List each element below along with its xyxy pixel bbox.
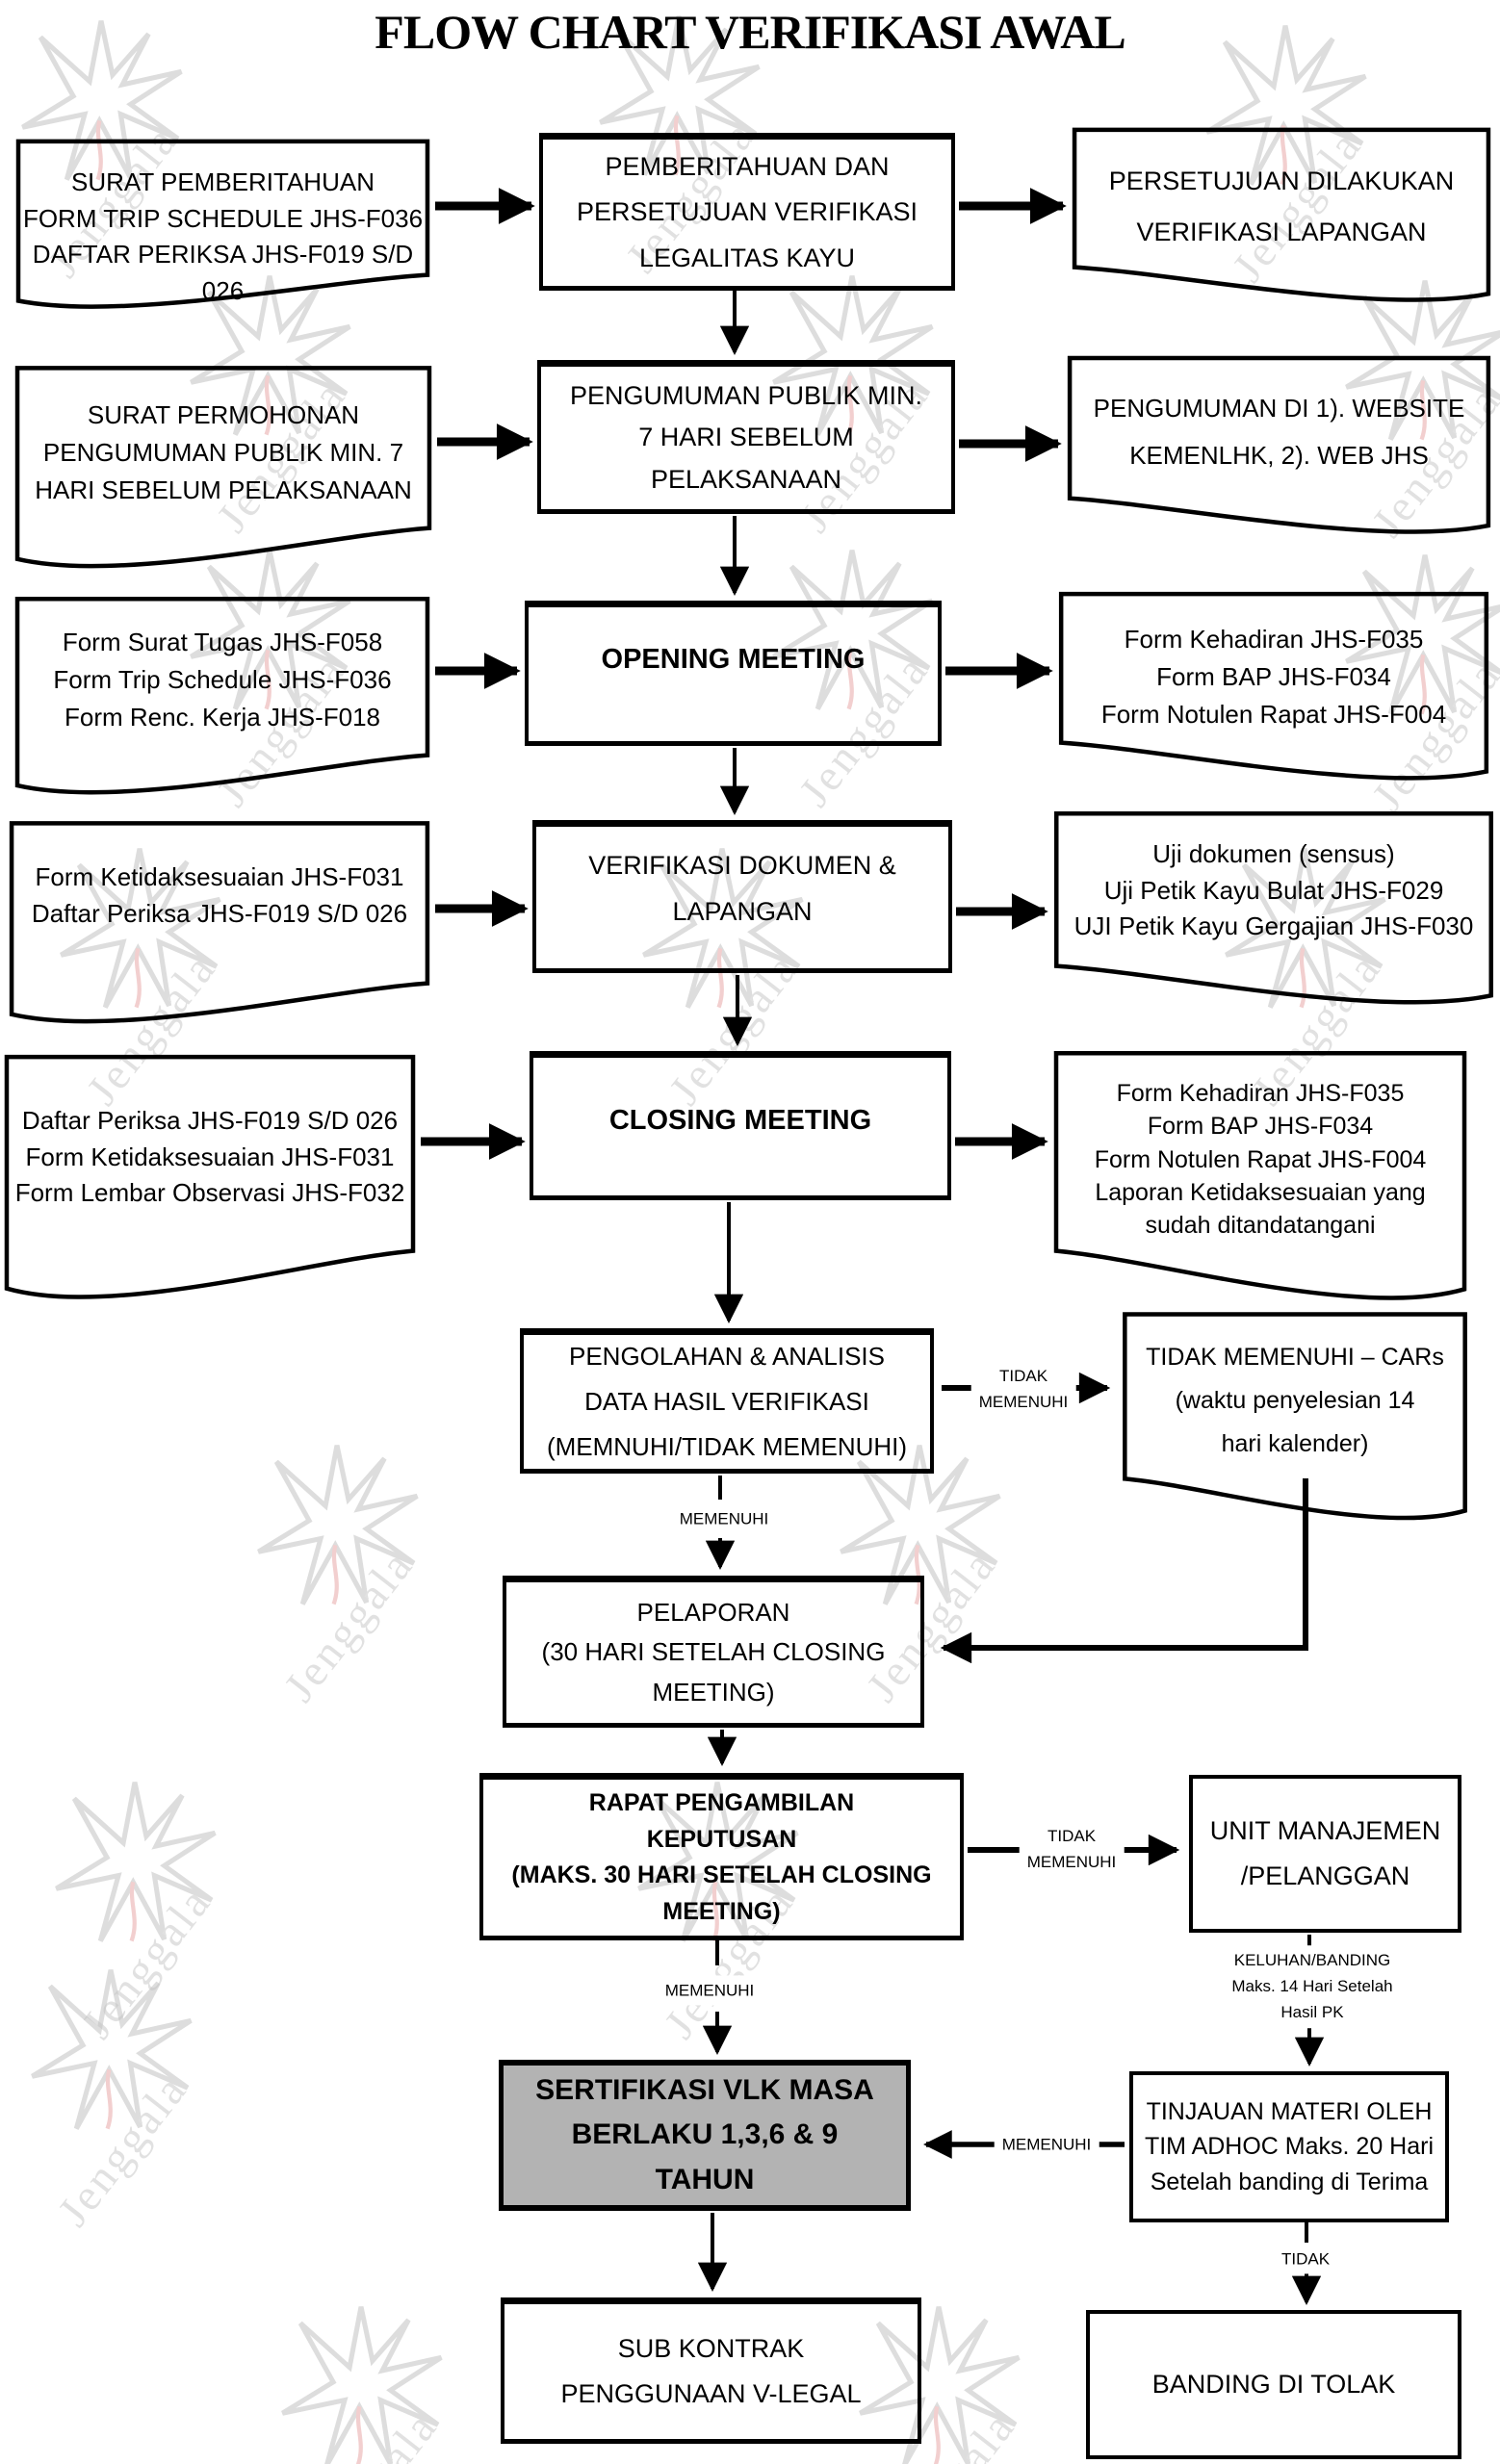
doc-surat-pemberitahuan: SURAT PEMBERITAHUAN FORM TRIP SCHEDULE J… bbox=[14, 139, 431, 309]
doc-daftar-periksa-closing: Daftar Periksa JHS-F019 S/D 026 Form Ket… bbox=[3, 1053, 417, 1300]
process-text: RAPAT PENGAMBILAN KEPUTUSAN (MAKS. 30 HA… bbox=[511, 1789, 932, 1925]
page-title: FLOW CHART VERIFIKASI AWAL bbox=[375, 5, 1125, 59]
document-shape bbox=[1066, 355, 1492, 534]
doc-surat-permohonan-pengumuman: SURAT PERMOHONAN PENGUMUMAN PUBLIK MIN. … bbox=[13, 365, 433, 569]
label-tidak-banding: TIDAK bbox=[1273, 2244, 1338, 2274]
doc-form-kehadiran-opening: Form Kehadiran JHS-F035 Form BAP JHS-F03… bbox=[1057, 591, 1490, 781]
doc-text: Form Kehadiran JHS-F035 Form BAP JHS-F03… bbox=[1094, 1080, 1427, 1239]
process-text: VERIFIKASI DOKUMEN & LAPANGAN bbox=[588, 851, 896, 926]
doc-uji-dokumen: Uji dokumen (sensus) Uji Petik Kayu Bula… bbox=[1052, 810, 1495, 1005]
process-text: BANDING DI TOLAK bbox=[1151, 2369, 1396, 2399]
document-shape bbox=[13, 596, 431, 795]
label-memenuhi-sertifikasi: MEMENUHI bbox=[657, 1975, 763, 2006]
process-pelaporan: PELAPORAN (30 HARI SETELAH CLOSING MEETI… bbox=[503, 1576, 924, 1728]
process-text: PENGUMUMAN PUBLIK MIN. 7 HARI SEBELUM PE… bbox=[569, 381, 923, 494]
arrow-cars-to-pelaporan bbox=[940, 1478, 1308, 1664]
box-unit-manajemen-pelanggan: UNIT MANAJEMEN /PELANGGAN bbox=[1189, 1775, 1461, 1933]
box-tinjauan-materi-tim-adhoc: TINJAUAN MATERI OLEH TIM ADHOC Maks. 20 … bbox=[1129, 2071, 1449, 2222]
doc-text: SURAT PEMBERITAHUAN FORM TRIP SCHEDULE J… bbox=[22, 167, 424, 306]
doc-tidak-memenuhi-cars: TIDAK MEMENUHI – CARs (waktu penyelesian… bbox=[1122, 1311, 1468, 1521]
label-memenuhi-tinjauan: MEMENUHI bbox=[994, 2129, 1099, 2160]
doc-persetujuan-dilakukan: PERSETUJUAN DILAKUKAN VERIFIKASI LAPANGA… bbox=[1071, 127, 1492, 302]
process-pengumuman-publik: PENGUMUMAN PUBLIK MIN. 7 HARI SEBELUM PE… bbox=[537, 360, 955, 514]
process-text: UNIT MANAJEMEN /PELANGGAN bbox=[1209, 1815, 1441, 1890]
process-text: SUB KONTRAK PENGGUNAAN V-LEGAL bbox=[560, 2333, 862, 2408]
process-text: OPENING MEETING bbox=[601, 644, 866, 676]
label-tidak-memenuhi-cars: TIDAK MEMENUHI bbox=[970, 1360, 1076, 1418]
process-verifikasi-dokumen-lapangan: VERIFIKASI DOKUMEN & LAPANGAN bbox=[532, 820, 952, 973]
doc-text: Form Surat Tugas JHS-F058 Form Trip Sche… bbox=[53, 628, 392, 732]
doc-text: Form Kehadiran JHS-F035 Form BAP JHS-F03… bbox=[1100, 625, 1447, 729]
doc-form-ketidaksesuaian: Form Ketidaksesuaian JHS-F031 Daftar Per… bbox=[8, 820, 431, 1024]
process-text: PENGOLAHAN & ANALISIS DATA HASIL VERIFIK… bbox=[546, 1342, 908, 1461]
process-rapat-pengambilan-keputusan: RAPAT PENGAMBILAN KEPUTUSAN (MAKS. 30 HA… bbox=[479, 1773, 964, 1940]
doc-text: Form Ketidaksesuaian JHS-F031 Daftar Per… bbox=[31, 862, 408, 928]
process-pemberitahuan-persetujuan-vlk: PEMBERITAHUAN DAN PERSETUJUAN VERIFIKASI… bbox=[539, 133, 955, 291]
process-sertifikasi-vlk: SERTIFIKASI VLK MASA BERLAKU 1,3,6 & 9 T… bbox=[499, 2060, 911, 2211]
doc-form-surat-tugas: Form Surat Tugas JHS-F058 Form Trip Sche… bbox=[13, 596, 431, 795]
doc-text: PENGUMUMAN DI 1). WEBSITE KEMENLHK, 2). … bbox=[1093, 394, 1465, 471]
process-closing-meeting: CLOSING MEETING bbox=[530, 1051, 951, 1200]
box-banding-di-tolak: BANDING DI TOLAK bbox=[1086, 2310, 1461, 2459]
process-text: PELAPORAN (30 HARI SETELAH CLOSING MEETI… bbox=[541, 1597, 886, 1707]
label-keluhan-banding: KELUHAN/BANDING Maks. 14 Hari Setelah Ha… bbox=[1218, 1945, 1407, 2028]
document-shape bbox=[1052, 1049, 1468, 1301]
process-text: SERTIFIKASI VLK MASA BERLAKU 1,3,6 & 9 T… bbox=[535, 2073, 874, 2195]
doc-text: Uji dokumen (sensus) Uji Petik Kayu Bula… bbox=[1073, 839, 1474, 941]
doc-pengumuman-di-website: PENGUMUMAN DI 1). WEBSITE KEMENLHK, 2). … bbox=[1066, 355, 1492, 534]
document-shape bbox=[3, 1053, 417, 1300]
process-text: PEMBERITAHUAN DAN PERSETUJUAN VERIFIKASI… bbox=[576, 152, 918, 272]
doc-form-kehadiran-closing: Form Kehadiran JHS-F035 Form BAP JHS-F03… bbox=[1052, 1049, 1468, 1301]
process-pengolahan-analisis: PENGOLAHAN & ANALISIS DATA HASIL VERIFIK… bbox=[520, 1328, 934, 1474]
label-tidak-memenuhi-unit: TIDAK MEMENUHI bbox=[1019, 1820, 1125, 1878]
document-shape bbox=[1122, 1311, 1468, 1521]
document-shape bbox=[8, 820, 431, 1024]
label-memenuhi-pelaporan: MEMENUHI bbox=[671, 1503, 777, 1534]
process-opening-meeting: OPENING MEETING bbox=[525, 601, 942, 746]
process-text: TINJAUAN MATERI OLEH TIM ADHOC Maks. 20 … bbox=[1144, 2098, 1435, 2195]
process-sub-kontrak-v-legal: SUB KONTRAK PENGGUNAAN V-LEGAL bbox=[501, 2297, 921, 2444]
doc-text: PERSETUJUAN DILAKUKAN VERIFIKASI LAPANGA… bbox=[1108, 167, 1455, 246]
doc-text: TIDAK MEMENUHI – CARs (waktu penyelesian… bbox=[1146, 1344, 1444, 1457]
document-shape bbox=[1057, 591, 1490, 781]
process-text: CLOSING MEETING bbox=[608, 1105, 872, 1137]
doc-text: SURAT PERMOHONAN PENGUMUMAN PUBLIK MIN. … bbox=[35, 400, 412, 504]
doc-text: Daftar Periksa JHS-F019 S/D 026 Form Ket… bbox=[14, 1106, 405, 1208]
